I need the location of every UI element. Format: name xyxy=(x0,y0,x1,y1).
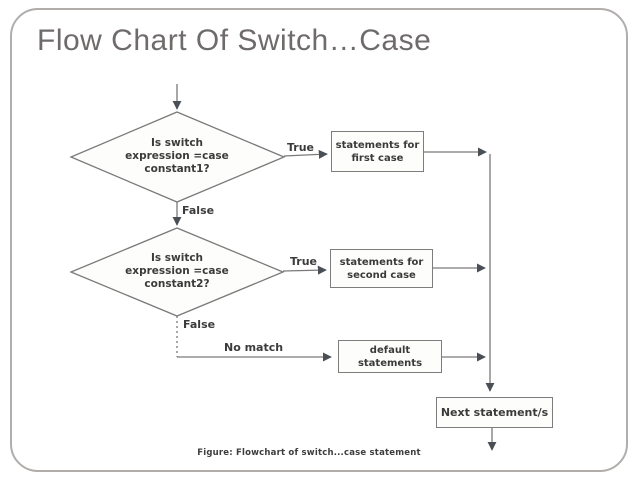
true2-arrow xyxy=(282,265,327,275)
decision1-label: Is switch expression =case constant1? xyxy=(125,137,229,175)
process-first-case-box: statements for first case xyxy=(331,131,424,172)
true2-label: True xyxy=(290,255,318,268)
figure-caption: Figure: Flowchart of switch...case state… xyxy=(197,448,421,458)
slide-border xyxy=(10,8,628,472)
false1-label: False xyxy=(182,204,215,217)
true1-label: True xyxy=(287,141,315,154)
process-second-case-box: statements for second case xyxy=(330,249,433,288)
true1-arrow xyxy=(283,149,328,159)
false2-label: False xyxy=(183,318,216,331)
next-statement-box: Next statement/s xyxy=(436,397,553,428)
slide-title: Flow Chart Of Switch…Case xyxy=(37,24,432,57)
no-match-label: No match xyxy=(224,341,284,354)
decision2-label: Is switch expression =case constant2? xyxy=(125,252,229,290)
process-default-box: default statements xyxy=(338,340,442,373)
